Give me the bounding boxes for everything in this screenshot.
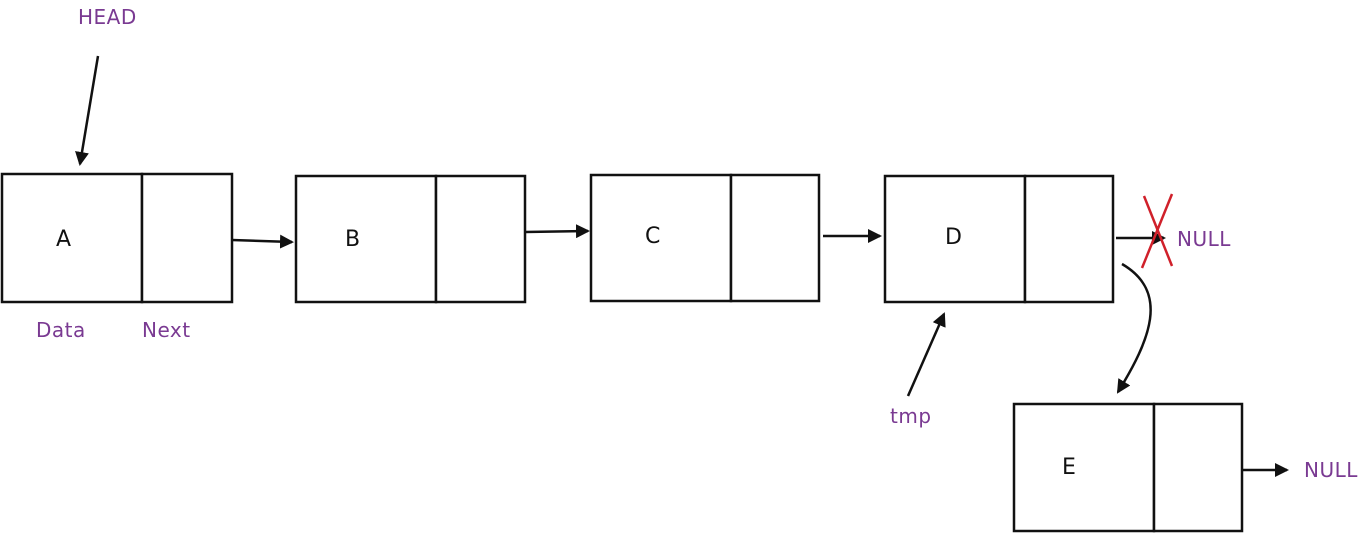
tmp-label: tmp [890,404,932,428]
node-e-data-cell [1012,402,1156,533]
node-d-label: D [945,225,962,250]
null-new-label: NULL [1304,458,1358,482]
cross-out-stroke-2 [1140,193,1174,269]
arrow-a-to-b [231,234,294,249]
node-c: C [589,173,821,303]
node-b-data-cell [294,174,438,304]
node-e-next-cell [1152,402,1244,533]
node-b: B [294,174,527,304]
node-e: E [1012,402,1244,533]
arrow-d-to-e [1116,262,1152,394]
node-c-data-cell [589,173,733,303]
node-d-next-cell [1023,174,1115,304]
head-arrow [75,55,100,166]
node-b-next-cell [434,174,527,304]
node-a: A [0,172,234,304]
next-field-label: Next [142,318,191,342]
node-b-label: B [345,227,360,252]
head-label: HEAD [78,5,137,29]
node-c-next-cell [729,173,821,303]
data-field-label: Data [36,318,86,342]
node-c-label: C [645,224,660,249]
null-old-label: NULL [1177,227,1231,251]
node-a-next-cell [140,172,234,304]
arrow-b-to-c [524,224,590,239]
node-a-data-cell [0,172,144,304]
node-a-label: A [56,227,71,252]
node-e-label: E [1062,455,1076,480]
node-d: D [883,174,1115,304]
tmp-arrow [906,312,946,397]
